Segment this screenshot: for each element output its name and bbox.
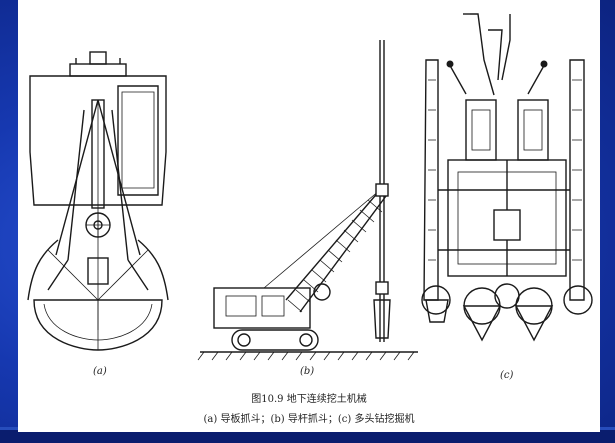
subfigure-label-b: (b) xyxy=(300,366,315,377)
figure-caption: (a) 导板抓斗；(b) 导杆抓斗；(c) 多头钻挖掘机 xyxy=(203,414,415,425)
multi-head-drill-drawing xyxy=(421,13,593,342)
figure-title: 图10.9 地下连续挖土机械 xyxy=(251,394,367,405)
crane-guide-rod-drawing xyxy=(197,40,418,361)
subfigure-label-c: (c) xyxy=(500,370,514,381)
figure-panel: (a) (b) (c) 图10.9 地下连续挖土机械 (a) 导板抓斗；(b) … xyxy=(18,0,600,432)
grab-bucket-drawing xyxy=(27,51,169,351)
subfigure-label-a: (a) xyxy=(93,366,107,377)
